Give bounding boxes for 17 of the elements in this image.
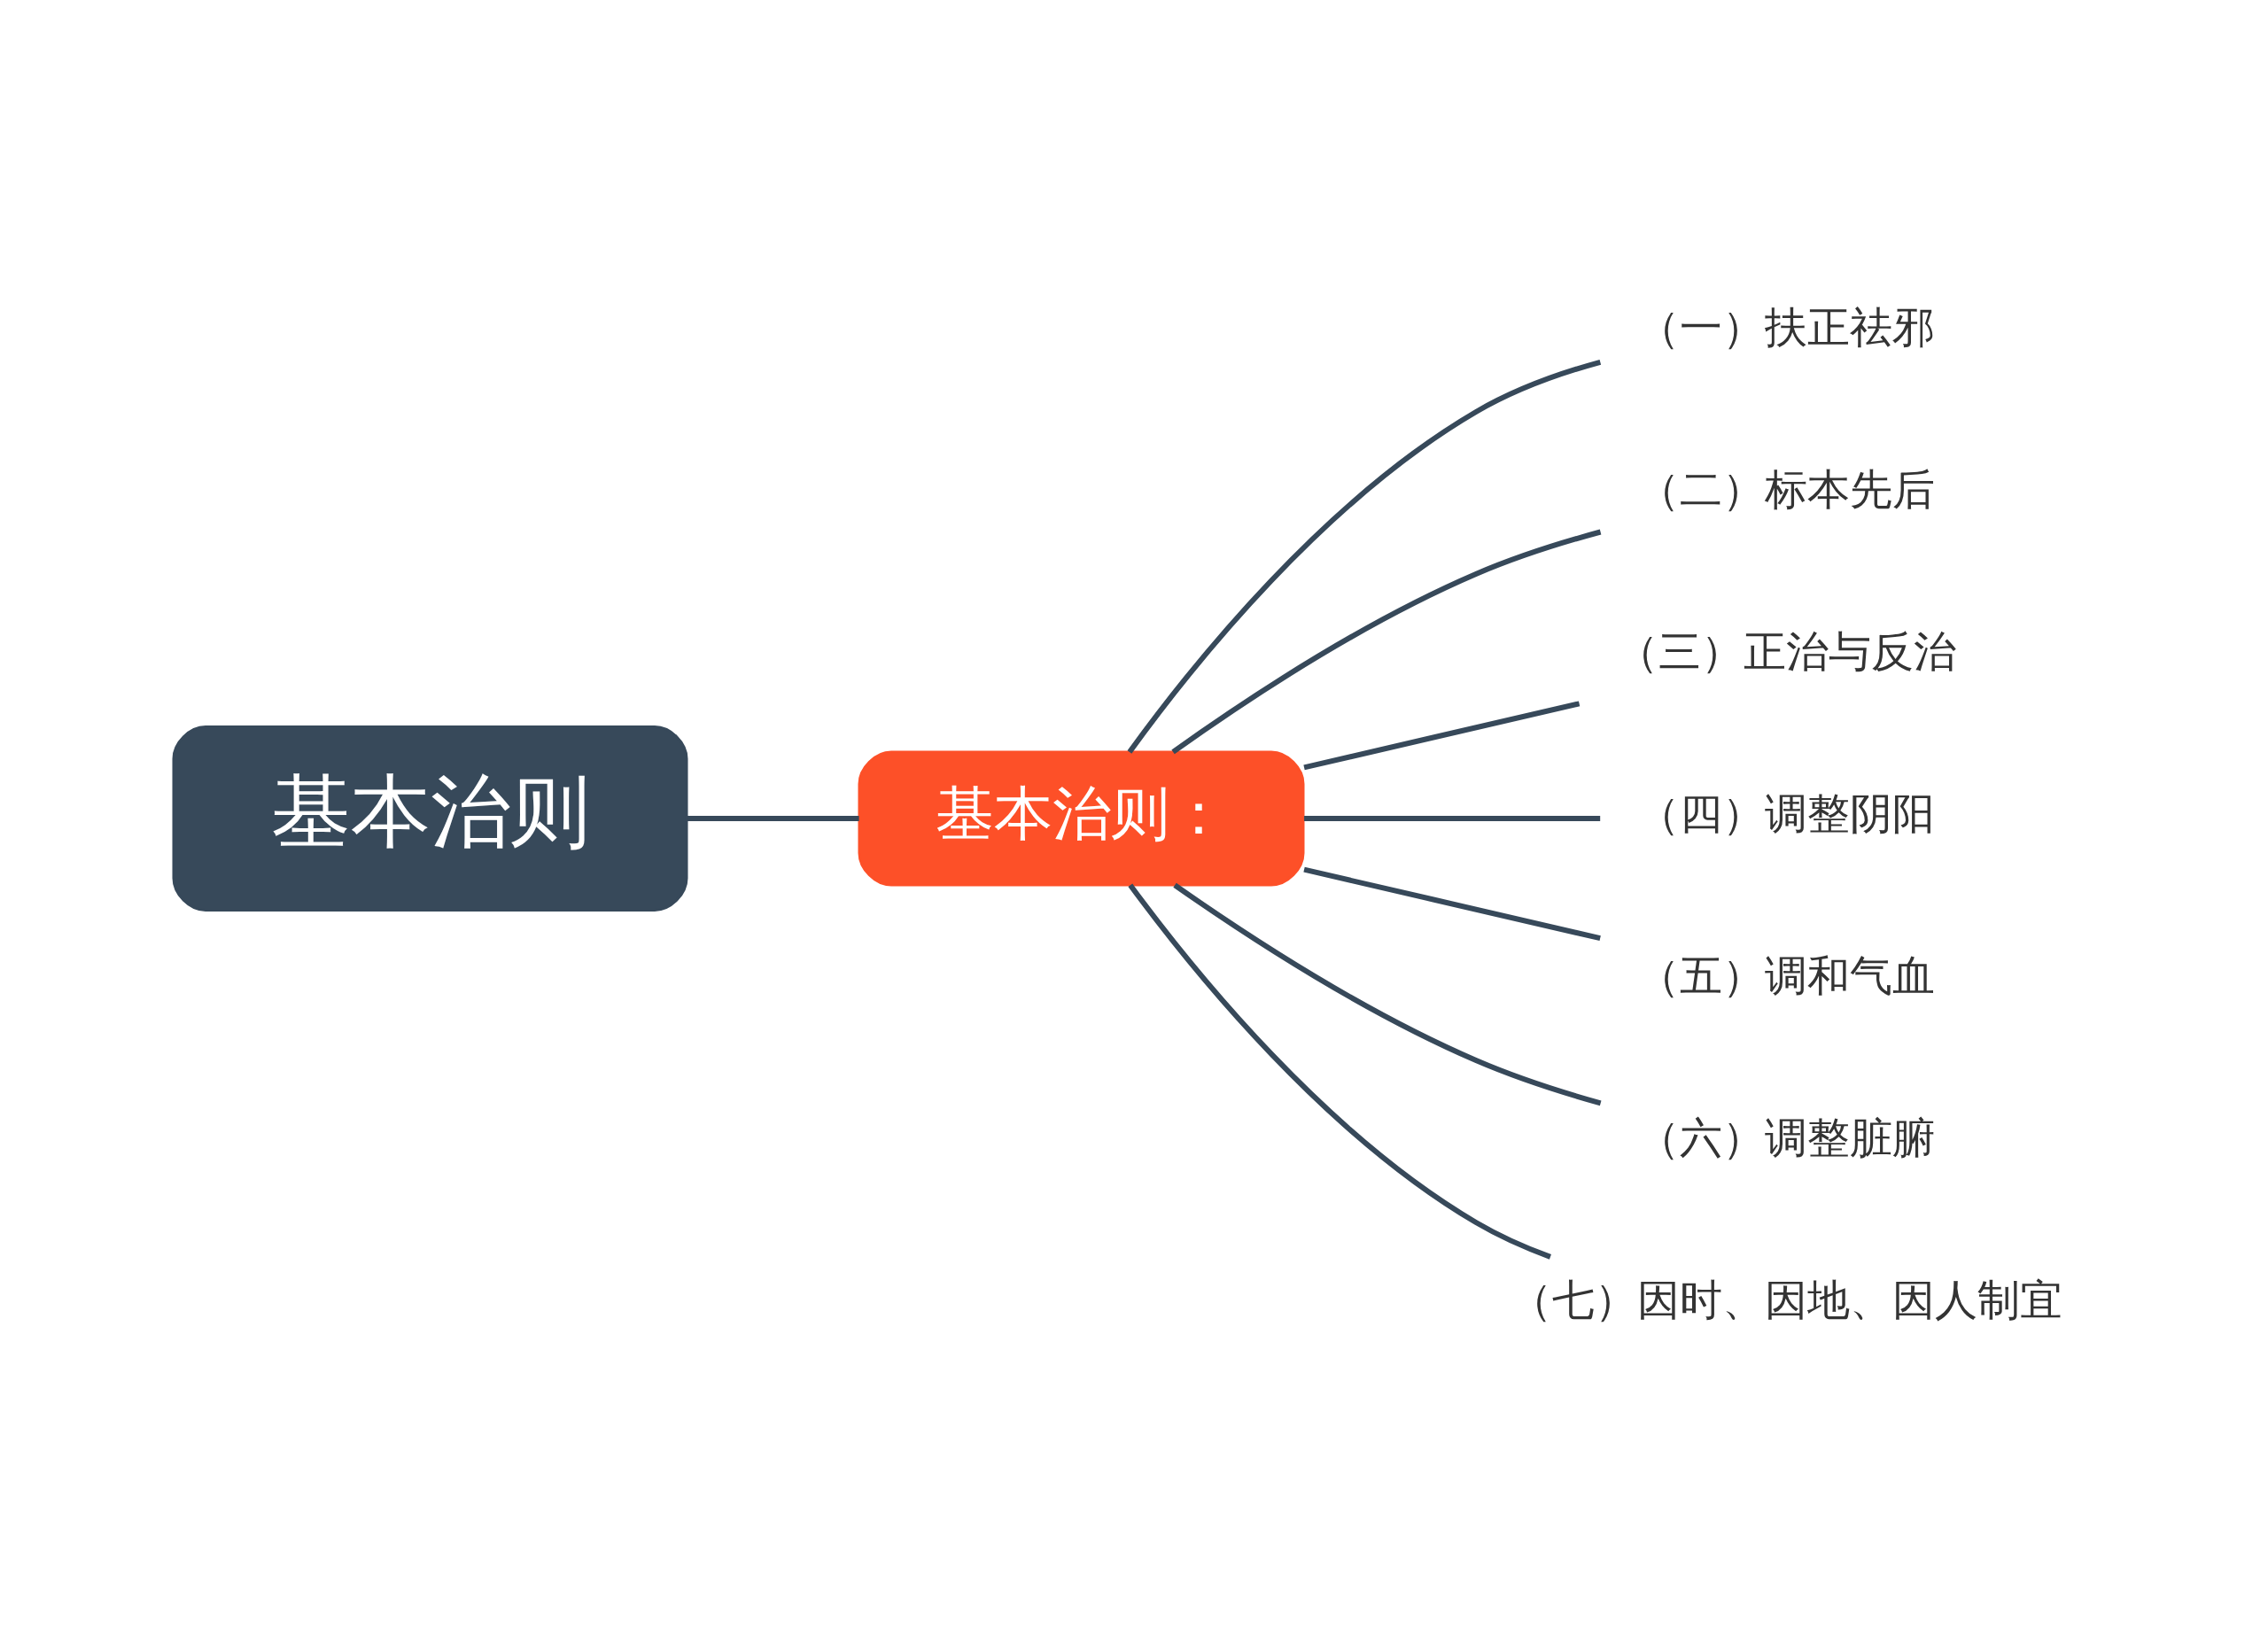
connector [1303, 816, 1600, 821]
node-text: （五）调和气血 [1636, 950, 1934, 1001]
node-text: （六）调整脏腑 [1636, 1113, 1934, 1163]
connector [1170, 529, 1601, 755]
node-text: （七）因时、因地、因人制宜 [1509, 1275, 2062, 1325]
node-text: （四）调整阴阳 [1636, 788, 1934, 839]
node-text: （三）正治与反治 [1615, 626, 1955, 677]
connector [687, 816, 859, 821]
connector [1302, 866, 1601, 942]
connector [1172, 882, 1601, 1106]
node-text: （一）扶正祛邪 [1636, 302, 1934, 353]
node-box: 基本治则 [172, 725, 687, 912]
connector [1127, 883, 1551, 1260]
connector [1127, 359, 1601, 754]
node-text: （二）标本先后 [1636, 464, 1934, 515]
connector [1302, 701, 1580, 771]
node-box: 基本治则： [858, 750, 1304, 887]
